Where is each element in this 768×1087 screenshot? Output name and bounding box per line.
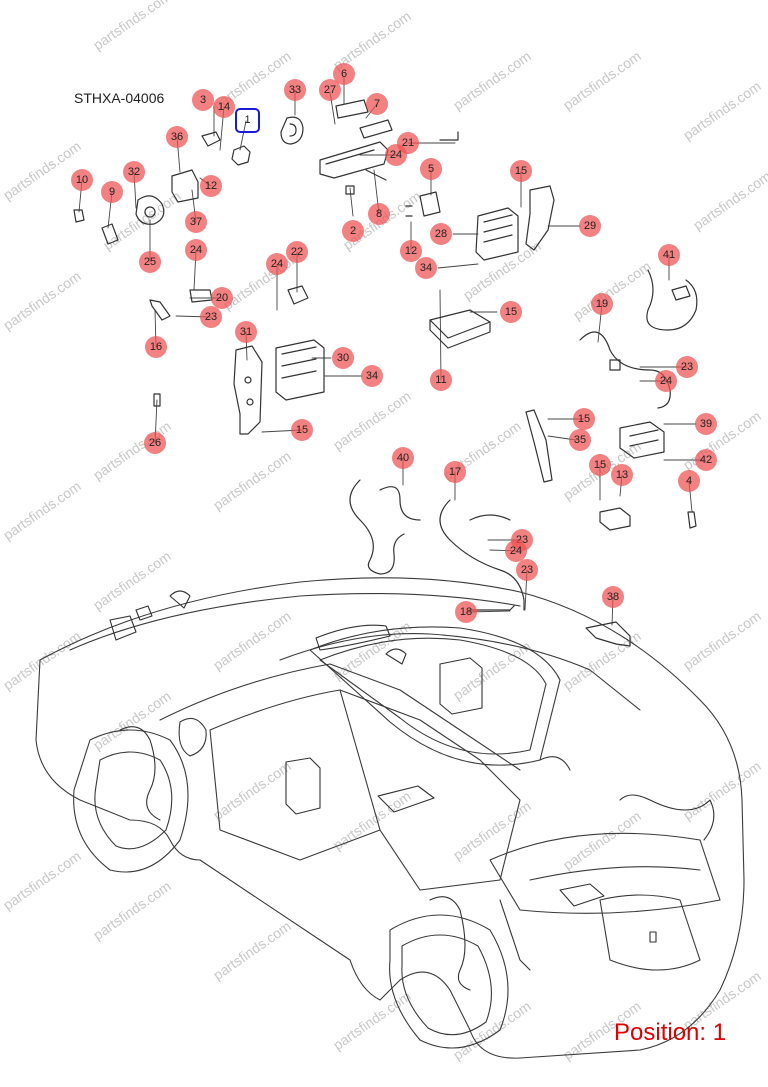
callout-29[interactable]: 29 <box>579 215 601 237</box>
callout-20[interactable]: 20 <box>211 287 233 309</box>
part-group-top-left <box>73 116 309 407</box>
callout-41[interactable]: 41 <box>658 244 680 266</box>
callout-14[interactable]: 14 <box>213 96 235 118</box>
callout-24-a[interactable]: 24 <box>385 144 407 166</box>
callout-6[interactable]: 6 <box>333 63 355 85</box>
callout-15-c[interactable]: 15 <box>291 419 313 441</box>
diagram-code: STHXA-04006 <box>74 90 165 106</box>
callout-16[interactable]: 16 <box>145 336 167 358</box>
callout-11[interactable]: 11 <box>430 369 452 391</box>
callout-35[interactable]: 35 <box>569 429 591 451</box>
callout-23-d[interactable]: 23 <box>516 559 538 581</box>
callout-34-a[interactable]: 34 <box>415 257 437 279</box>
vehicle-parts <box>109 590 715 991</box>
callout-25[interactable]: 25 <box>139 251 161 273</box>
callout-24-b[interactable]: 24 <box>185 239 207 261</box>
callout-18[interactable]: 18 <box>455 601 477 623</box>
callout-12-b[interactable]: 12 <box>400 240 422 262</box>
callout-42[interactable]: 42 <box>695 449 717 471</box>
callout-2[interactable]: 2 <box>342 220 364 242</box>
callout-23-a[interactable]: 23 <box>200 306 222 328</box>
callout-30[interactable]: 30 <box>332 347 354 369</box>
callout-8[interactable]: 8 <box>368 203 390 225</box>
vehicle-outline <box>35 577 745 1059</box>
part-group-middle-left <box>233 339 325 435</box>
callout-4[interactable]: 4 <box>678 470 700 492</box>
callout-10[interactable]: 10 <box>71 169 93 191</box>
callout-33[interactable]: 33 <box>284 79 306 101</box>
callout-15-b[interactable]: 15 <box>500 301 522 323</box>
callout-40[interactable]: 40 <box>392 447 414 469</box>
callout-15-a[interactable]: 15 <box>510 160 532 182</box>
part-group-harness-middle <box>349 479 525 611</box>
callout-23-b[interactable]: 23 <box>676 356 698 378</box>
callout-26[interactable]: 26 <box>144 432 166 454</box>
part-group-right <box>525 269 698 647</box>
callout-3[interactable]: 3 <box>192 89 214 111</box>
callout-5[interactable]: 5 <box>420 158 442 180</box>
callout-13[interactable]: 13 <box>611 464 633 486</box>
callout-22[interactable]: 22 <box>286 241 308 263</box>
callout-24-c[interactable]: 24 <box>266 253 288 275</box>
part-group-top-middle <box>319 99 555 349</box>
callout-9[interactable]: 9 <box>101 181 123 203</box>
callout-1[interactable]: 1 <box>235 108 260 133</box>
callout-15-e[interactable]: 15 <box>589 454 611 476</box>
callout-15-d[interactable]: 15 <box>573 408 595 430</box>
callout-7[interactable]: 7 <box>366 93 388 115</box>
position-label: Position: 1 <box>614 1019 727 1046</box>
callout-24-e[interactable]: 24 <box>505 540 527 562</box>
callout-17[interactable]: 17 <box>444 461 466 483</box>
callout-19[interactable]: 19 <box>591 293 613 315</box>
callout-24-d[interactable]: 24 <box>655 370 677 392</box>
callout-12-a[interactable]: 12 <box>200 175 222 197</box>
callout-31[interactable]: 31 <box>235 321 257 343</box>
callout-39[interactable]: 39 <box>695 413 717 435</box>
callout-28[interactable]: 28 <box>430 223 452 245</box>
callout-36[interactable]: 36 <box>166 126 188 148</box>
callout-27[interactable]: 27 <box>319 79 341 101</box>
callout-38[interactable]: 38 <box>602 586 624 608</box>
callout-32[interactable]: 32 <box>123 161 145 183</box>
callout-37[interactable]: 37 <box>185 211 207 233</box>
callout-34-b[interactable]: 34 <box>361 365 383 387</box>
